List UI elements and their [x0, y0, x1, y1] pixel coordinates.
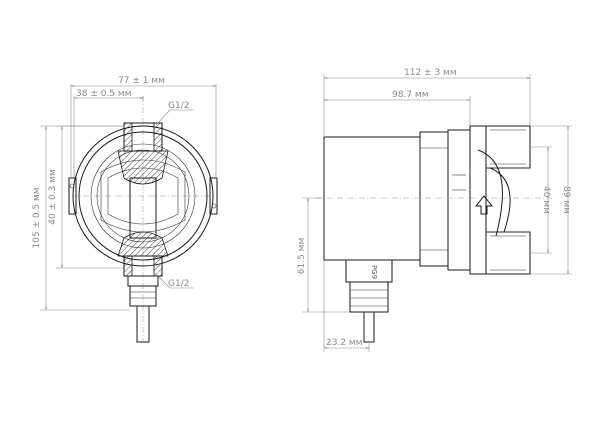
gland-label: PG9 — [370, 265, 378, 279]
dim-side-cable-offset: 23.2 мм — [326, 338, 362, 348]
front-cable-gland — [127, 275, 159, 343]
flow-arrow-icon — [474, 195, 494, 215]
side-cable-gland: PG9 — [345, 259, 393, 343]
front-view: 77 ± 1 мм 38 ± 0.5 мм G1/2 G1/2 40 ± 0.3… — [32, 76, 218, 343]
dim-side-length: 112 ± 3 мм — [404, 68, 457, 78]
side-dimensions: 112 ± 3 мм 98.7 мм 40 мм 89 мм 61.5 мм — [297, 68, 572, 352]
front-dimensions: 77 ± 1 мм 38 ± 0.5 мм G1/2 G1/2 40 ± 0.3… — [32, 76, 217, 311]
front-pipe-section — [117, 122, 169, 277]
side-motor-body — [315, 129, 552, 271]
dim-front-height: 105 ± 0.5 мм — [32, 187, 42, 248]
dim-front-thread-bottom: G1/2 — [168, 279, 189, 289]
dim-front-half-width: 38 ± 0.5 мм — [76, 89, 131, 99]
dim-front-thread-top: G1/2 — [168, 101, 189, 111]
side-pump-housing — [469, 125, 531, 275]
side-view: PG9 112 ± 3 мм 98.7 мм 40 мм — [297, 68, 572, 352]
dim-front-port-height: 40 ± 0.3 мм — [48, 169, 58, 224]
dim-side-body-height: 89 мм — [561, 186, 571, 214]
dim-front-width: 77 ± 1 мм — [118, 76, 165, 86]
dim-side-cable-height: 61.5 мм — [297, 238, 307, 274]
dim-side-motor-length: 98.7 мм — [392, 90, 428, 100]
dim-side-port-height: 40 мм — [541, 186, 551, 214]
